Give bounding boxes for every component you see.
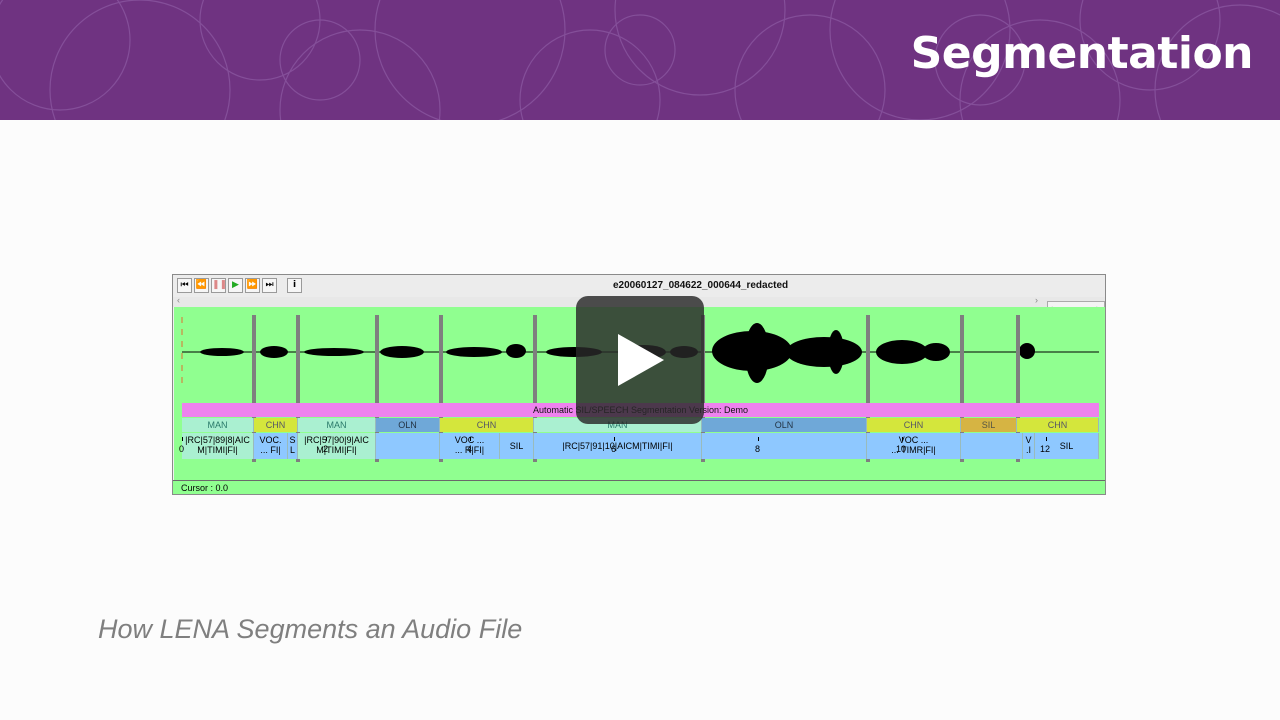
segment-divider[interactable]: [960, 315, 964, 462]
last-icon[interactable]: ⏭: [262, 278, 277, 293]
detail-cell[interactable]: VOC ...... TIMR|FI|: [867, 433, 961, 459]
segment-label[interactable]: MAN: [182, 418, 254, 432]
segment-divider[interactable]: [1016, 315, 1020, 462]
slide-title: Segmentation: [910, 28, 1254, 79]
video-play-button[interactable]: [576, 296, 704, 424]
tick-label: 4: [467, 444, 473, 454]
segment-divider[interactable]: [252, 315, 256, 462]
scroll-right-icon[interactable]: ›: [1035, 295, 1038, 305]
tick: [326, 437, 327, 441]
segment-label[interactable]: OLN: [376, 418, 440, 432]
fast-forward-icon[interactable]: ⏩: [245, 278, 260, 293]
segment-label[interactable]: OLN: [702, 418, 867, 432]
tick-label: 12: [1040, 444, 1051, 454]
time-ruler: 0 2 4 6 8 10 12: [179, 437, 1099, 459]
segment-divider[interactable]: [866, 315, 870, 462]
tick-label: 6: [611, 444, 617, 454]
segment-label[interactable]: CHN: [867, 418, 961, 432]
banner-pattern: [0, 0, 1280, 120]
speaker-row: MAN CHN MAN OLN CHN MAN OLN CHN SIL CHN: [182, 418, 1099, 432]
title-banner: Segmentation: [0, 0, 1280, 120]
pause-icon[interactable]: ❚❚: [211, 278, 227, 293]
play-icon[interactable]: ▶: [228, 278, 243, 293]
segment-divider[interactable]: [533, 315, 537, 462]
toolbar: ⏮ ⏪ ❚❚ ▶ ⏩ ⏭ i e20060127_084622_000644_r…: [173, 275, 1105, 298]
tick: [182, 437, 183, 441]
detail-cell[interactable]: |RC|57|91|10|AICM|TIMI|FI|: [534, 433, 702, 459]
detail-cell[interactable]: V.I: [1023, 433, 1035, 459]
rewind-icon[interactable]: ⏪: [194, 278, 209, 293]
tick: [470, 437, 471, 441]
tick-label: 8: [755, 444, 761, 454]
play-icon: [618, 334, 664, 386]
tick-label: 2: [323, 444, 329, 454]
first-icon[interactable]: ⏮: [177, 278, 192, 293]
scroll-left-icon[interactable]: ‹: [177, 295, 180, 305]
tick-label: 0: [179, 444, 185, 454]
tick: [758, 437, 759, 441]
detail-cell[interactable]: [961, 433, 1023, 459]
detail-cell[interactable]: SIL: [1035, 433, 1099, 459]
segment-divider[interactable]: [439, 315, 443, 462]
segment-divider[interactable]: [296, 315, 300, 462]
tick: [902, 437, 903, 441]
segment-label[interactable]: MAN: [298, 418, 376, 432]
tick: [614, 437, 615, 441]
info-icon[interactable]: i: [287, 278, 302, 293]
detail-cell[interactable]: [702, 433, 867, 459]
segment-divider[interactable]: [375, 315, 379, 462]
segment-label[interactable]: CHN: [1017, 418, 1099, 432]
detail-cell[interactable]: VOC ...... R|FI|: [440, 433, 500, 459]
file-title: e20060127_084622_000644_redacted: [613, 280, 789, 291]
segment-label[interactable]: CHN: [254, 418, 298, 432]
detail-cell[interactable]: SIL: [500, 433, 534, 459]
tick-label: 10: [896, 444, 907, 454]
detail-cell[interactable]: VOC.... FI|: [254, 433, 288, 459]
detail-cell[interactable]: [376, 433, 440, 459]
segment-label[interactable]: CHN: [440, 418, 534, 432]
segment-label[interactable]: SIL: [961, 418, 1017, 432]
cursor-status: Cursor : 0.0: [173, 480, 1105, 494]
waveform: [181, 317, 1099, 387]
slide-subtitle: How LENA Segments an Audio File: [98, 614, 523, 644]
tick: [1046, 437, 1047, 441]
